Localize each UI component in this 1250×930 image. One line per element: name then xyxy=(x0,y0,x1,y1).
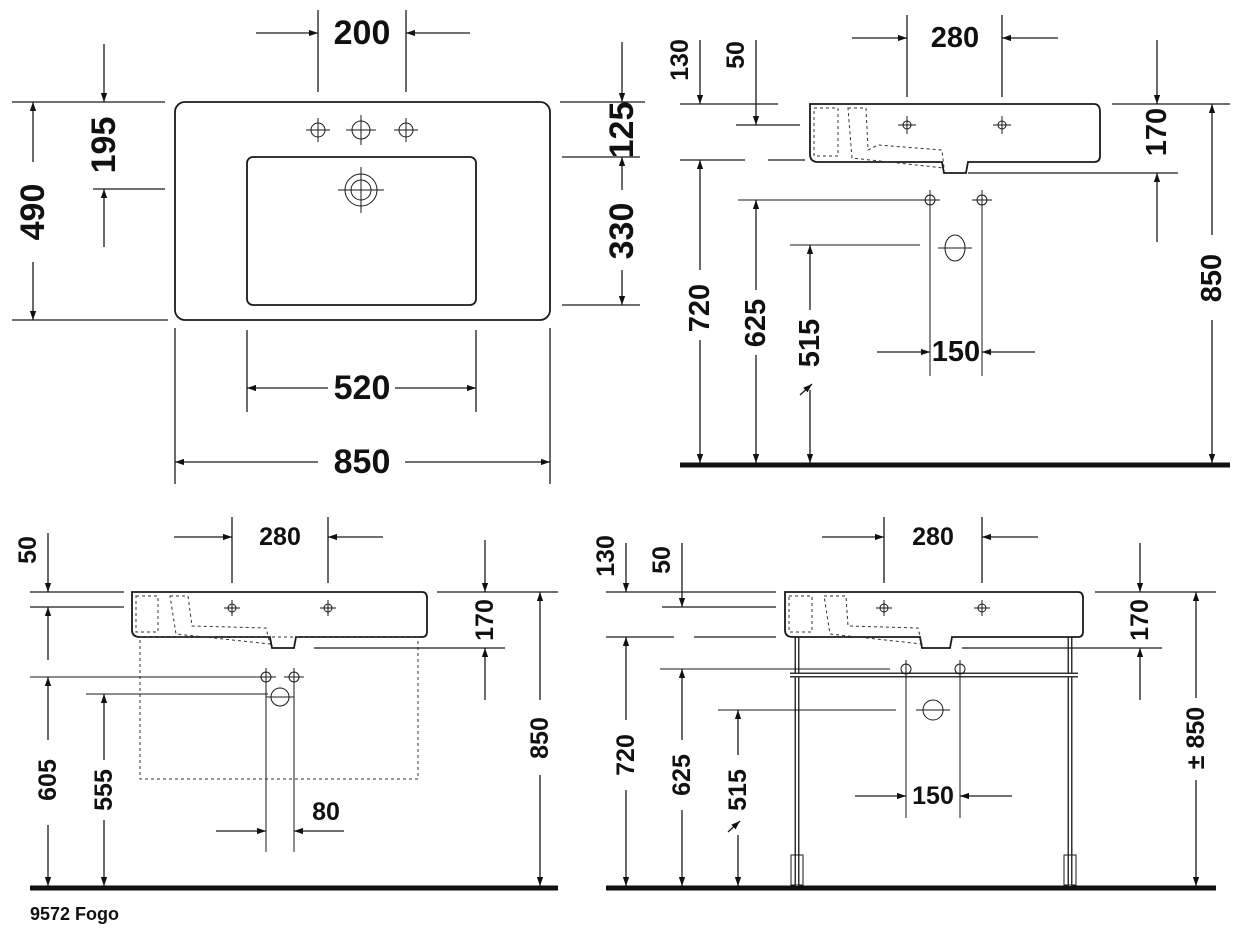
dim-50: 50 xyxy=(722,41,750,69)
metal-frame xyxy=(790,637,1078,886)
dim-170: 170 xyxy=(1126,599,1154,641)
tap-hole-center xyxy=(346,115,376,145)
basin-inner-dashed xyxy=(788,595,923,645)
dim-50: 50 xyxy=(14,536,42,564)
dim-200: 200 xyxy=(334,14,391,52)
dim-130: 130 xyxy=(666,39,694,81)
dim-130: 130 xyxy=(592,535,620,577)
dim-605: 605 xyxy=(34,759,62,801)
dim-125: 125 xyxy=(603,102,641,159)
bowl-outline xyxy=(246,156,477,306)
basin-inner-dashed xyxy=(813,107,945,169)
basin-profile xyxy=(784,591,1084,649)
dim-490: 490 xyxy=(14,184,52,241)
top-view: 200 490 195 125 330 520 850 xyxy=(12,10,645,484)
side-view-wall: 280 130 50 720 625 515 170 850 150 xyxy=(666,15,1230,468)
product-caption: 9572 Fogo xyxy=(30,904,119,924)
drain-hole xyxy=(338,167,384,213)
dim-850: 850 xyxy=(334,443,391,481)
dim-850-height: 850 xyxy=(1196,254,1228,302)
dim-195: 195 xyxy=(85,117,123,174)
tap-hole-left xyxy=(306,118,330,142)
side-view-vanity: 280 50 605 555 170 850 80 xyxy=(14,517,558,891)
dim-280: 280 xyxy=(259,523,301,551)
dim-625: 625 xyxy=(740,299,772,347)
dim-80: 80 xyxy=(312,798,340,826)
tap-hole-right xyxy=(394,118,418,142)
basin-profile xyxy=(131,591,428,649)
dim-150: 150 xyxy=(912,782,954,810)
dim-625: 625 xyxy=(668,754,696,796)
dim-555: 555 xyxy=(90,769,118,811)
dim-330: 330 xyxy=(603,203,641,260)
dim-150: 150 xyxy=(932,336,980,368)
dim-720: 720 xyxy=(684,284,716,332)
dim-515: 515 xyxy=(724,769,752,811)
vanity-unit-dashed xyxy=(139,636,419,780)
dim-170: 170 xyxy=(1141,108,1173,156)
side-view-frame: 280 130 50 720 625 515 170 ± 850 150 xyxy=(592,517,1216,891)
dim-280: 280 xyxy=(912,523,954,551)
basin-profile xyxy=(809,103,1101,174)
dim-850-height: ± 850 xyxy=(1182,707,1210,769)
dim-280: 280 xyxy=(931,22,979,54)
basin-inner-dashed xyxy=(135,595,271,645)
dim-720: 720 xyxy=(612,734,640,776)
dim-850-height: 850 xyxy=(526,717,554,759)
dim-50: 50 xyxy=(648,546,676,574)
dim-520: 520 xyxy=(334,369,391,407)
dim-515: 515 xyxy=(794,319,826,367)
dim-170: 170 xyxy=(471,599,499,641)
